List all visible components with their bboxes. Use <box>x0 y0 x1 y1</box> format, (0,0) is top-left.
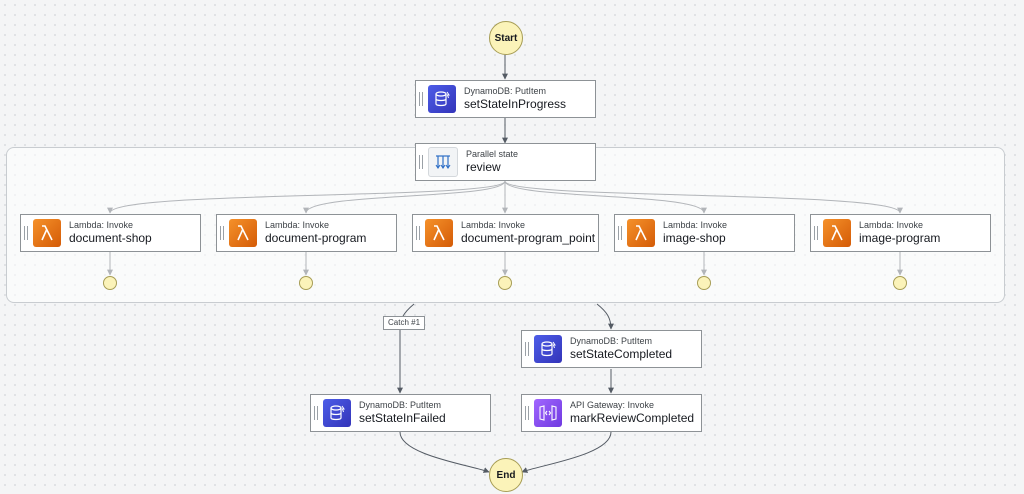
node-set-state-in-failed[interactable]: DynamoDB: PutItem setStateInFailed <box>310 394 491 432</box>
node-name: image-program <box>859 231 941 246</box>
node-service: DynamoDB: PutItem <box>359 400 442 411</box>
drag-handle-icon[interactable] <box>615 215 625 251</box>
node-service: Lambda: Invoke <box>265 220 330 231</box>
edge-mark-to-end <box>521 431 612 473</box>
branch-end-document-shop <box>103 276 117 290</box>
node-service: Lambda: Invoke <box>461 220 526 231</box>
node-name: setStateInProgress <box>464 97 567 112</box>
node-service: DynamoDB: PutItem <box>570 336 653 347</box>
dynamodb-icon <box>534 335 562 363</box>
node-name: document-shop <box>69 231 152 246</box>
drag-handle-icon[interactable] <box>21 215 31 251</box>
node-service: Parallel state <box>466 149 519 160</box>
drag-handle-icon[interactable] <box>522 395 532 431</box>
drag-handle-icon[interactable] <box>416 144 426 180</box>
node-name: document-program_point <box>461 231 596 246</box>
branch-end-image-program <box>893 276 907 290</box>
node-document-program[interactable]: Lambda: Invoke document-program <box>216 214 397 252</box>
drag-handle-icon[interactable] <box>416 81 426 117</box>
node-image-program[interactable]: Lambda: Invoke image-program <box>810 214 991 252</box>
branch-end-image-shop <box>697 276 711 290</box>
node-review-parallel[interactable]: Parallel state review <box>415 143 596 181</box>
lambda-icon <box>229 219 257 247</box>
dynamodb-icon <box>428 85 456 113</box>
drag-handle-icon[interactable] <box>811 215 821 251</box>
node-service: DynamoDB: PutItem <box>464 86 547 97</box>
lambda-icon <box>627 219 655 247</box>
node-set-state-completed[interactable]: DynamoDB: PutItem setStateCompleted <box>521 330 702 368</box>
node-document-program-point[interactable]: Lambda: Invoke document-program_point <box>412 214 599 252</box>
node-service: Lambda: Invoke <box>69 220 134 231</box>
api-gateway-icon <box>534 399 562 427</box>
node-name: setStateCompleted <box>570 347 673 362</box>
branch-end-document-program <box>299 276 313 290</box>
start-state[interactable]: Start <box>489 21 523 55</box>
node-service: Lambda: Invoke <box>859 220 924 231</box>
lambda-icon <box>33 219 61 247</box>
drag-handle-icon[interactable] <box>413 215 423 251</box>
node-set-state-in-progress[interactable]: DynamoDB: PutItem setStateInProgress <box>415 80 596 118</box>
end-label: End <box>496 469 516 481</box>
node-mark-review-completed[interactable]: API Gateway: Invoke markReviewCompleted <box>521 394 702 432</box>
node-document-shop[interactable]: Lambda: Invoke document-shop <box>20 214 201 252</box>
start-label: Start <box>494 32 518 44</box>
node-name: document-program <box>265 231 367 246</box>
node-name: setStateInFailed <box>359 411 446 426</box>
node-service: API Gateway: Invoke <box>570 400 655 411</box>
lambda-icon <box>823 219 851 247</box>
lambda-icon <box>425 219 453 247</box>
end-state[interactable]: End <box>489 458 523 492</box>
drag-handle-icon[interactable] <box>217 215 227 251</box>
drag-handle-icon[interactable] <box>311 395 321 431</box>
catch-label[interactable]: Catch #1 <box>383 316 426 330</box>
node-name: review <box>466 160 501 175</box>
edge-parallel-to-completed <box>596 303 614 330</box>
branch-end-document-program-point <box>498 276 512 290</box>
dynamodb-icon <box>323 399 351 427</box>
drag-handle-icon[interactable] <box>522 331 532 367</box>
node-name: markReviewCompleted <box>570 411 695 426</box>
parallel-icon <box>428 147 458 177</box>
node-name: image-shop <box>663 231 726 246</box>
node-service: Lambda: Invoke <box>663 220 728 231</box>
node-image-shop[interactable]: Lambda: Invoke image-shop <box>614 214 795 252</box>
edge-failed-to-end <box>399 431 490 473</box>
